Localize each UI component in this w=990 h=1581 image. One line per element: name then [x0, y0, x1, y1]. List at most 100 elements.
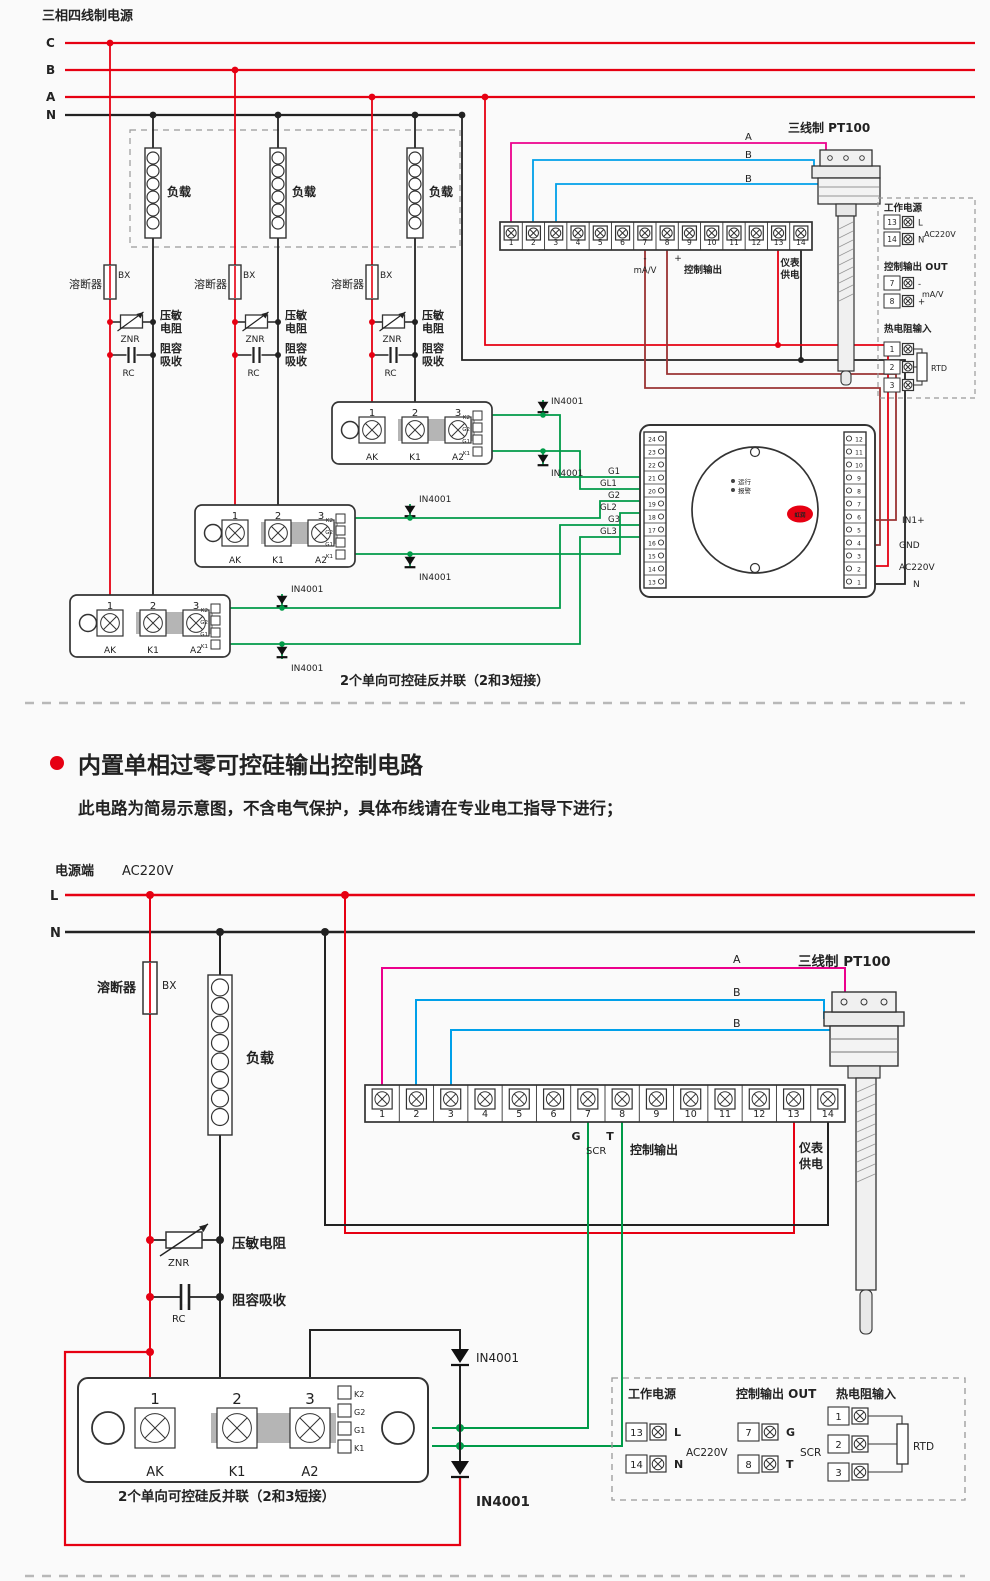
- terminal-number: 23: [648, 450, 656, 457]
- panel-power-note: AC220V: [924, 230, 956, 239]
- diode-label: IN4001: [419, 573, 451, 583]
- ssr-side-label: G2: [462, 427, 470, 433]
- legend-box: [877, 197, 976, 399]
- rc-label: 吸收: [285, 354, 307, 368]
- ssr-side-label: K1: [201, 644, 208, 650]
- terminal-number: 5: [598, 238, 603, 247]
- ssr-terminal-number: 2: [412, 408, 418, 419]
- znr-label: 压敏: [160, 308, 183, 322]
- terminal-number: 18: [648, 515, 656, 522]
- ssr-terminal-number: 3: [305, 1390, 315, 1408]
- gate-label-g2: G2: [608, 491, 620, 501]
- znr-code: ZNR: [168, 1258, 189, 1269]
- load-label: 负载: [167, 184, 191, 199]
- ssr-terminal-number: 3: [193, 601, 199, 612]
- gate-t-label: T: [606, 1130, 614, 1143]
- terminal-number: 3: [448, 1109, 454, 1120]
- rc-label: 阻容: [422, 341, 444, 355]
- legend-terminal-number: 2: [835, 1440, 841, 1451]
- terminal-number: 4: [576, 238, 581, 247]
- source-label: 电源端: [55, 863, 94, 879]
- ssr-side-label: K1: [463, 451, 470, 457]
- legend-terminal-label: -: [918, 280, 921, 290]
- legend-terminal-number: 8: [745, 1460, 751, 1471]
- fuse-code: BX: [118, 271, 130, 281]
- rc-code: RC: [172, 1314, 185, 1325]
- load-label: 负载: [429, 184, 453, 199]
- fuse-code: BX: [243, 271, 255, 281]
- diode-icon: [537, 454, 549, 464]
- ssr-pad-label: K1: [229, 1465, 246, 1480]
- pt100-wire-b2-bottom: B: [733, 1017, 741, 1030]
- load-group-box: [129, 129, 461, 248]
- ssr-side-label: K1: [326, 554, 333, 560]
- controller-alarm-label: 报警: [738, 486, 752, 495]
- legend-terminal-number: 7: [890, 279, 895, 288]
- legend-terminal-number: 1: [890, 345, 895, 354]
- gate-label-g1: G1: [608, 467, 620, 477]
- rc-label: 阻容: [285, 341, 307, 355]
- diode-icon: [451, 1349, 469, 1363]
- controller-run-label: 运行: [738, 477, 752, 486]
- znr-code: ZNR: [121, 335, 140, 345]
- diode-label: IN4001: [551, 397, 583, 407]
- terminal-number: 2: [531, 238, 536, 247]
- load-label: 负载: [292, 184, 316, 199]
- controller-gnd-label: GND: [899, 541, 920, 551]
- controller-logo: 虹润: [794, 511, 806, 519]
- ssr-side-label: G2: [354, 1408, 365, 1417]
- diode-icon: [451, 1461, 469, 1475]
- legend-terminal-label: N: [918, 236, 924, 246]
- source-voltage: AC220V: [122, 864, 174, 879]
- terminal-number: 11: [719, 1109, 731, 1120]
- terminal-number: 8: [857, 489, 861, 496]
- ssr-side-label: K2: [354, 1390, 364, 1399]
- legend-rtd-note: RTD: [913, 1441, 934, 1453]
- fuse-label: 溶断器: [194, 277, 227, 291]
- legend-terminal-number: 8: [890, 297, 895, 306]
- legend-terminal-label: T: [786, 1458, 794, 1471]
- terminal-number: 1: [379, 1109, 385, 1120]
- rc-code: RC: [385, 369, 397, 379]
- terminal-number: 12: [752, 238, 762, 247]
- pt100-wire-b2: B: [745, 174, 752, 185]
- legend-terminal-label: L: [674, 1426, 681, 1439]
- ssr-terminal-number: 3: [318, 511, 324, 522]
- legend-terminal-number: 3: [835, 1468, 841, 1479]
- diode-icon: [276, 595, 288, 605]
- terminal-number: 17: [648, 528, 656, 535]
- ssr-pad-label: K1: [272, 556, 284, 566]
- legend-terminal-label: L: [918, 219, 923, 229]
- top-caption: 2个单向可控硅反并联（2和3短接）: [340, 673, 549, 689]
- controller-ac-label: AC220V: [899, 563, 935, 573]
- phase-b-label: B: [46, 63, 55, 77]
- legend-terminal-number: 14: [887, 235, 897, 244]
- line-l-label: L: [50, 889, 58, 904]
- terminal-number: 16: [648, 541, 656, 548]
- panel-power-title: 工作电源: [884, 202, 923, 214]
- terminal-number: 5: [516, 1109, 522, 1120]
- terminal-number: 14: [648, 567, 656, 574]
- terminal-number: 13: [774, 238, 784, 247]
- meter-supply-label-2: 供电: [779, 269, 800, 281]
- znr-label: 压敏电阻: [232, 1235, 286, 1252]
- pt100-wire-b1-bottom: B: [733, 986, 741, 999]
- ssr-pad-label: AK: [104, 646, 117, 656]
- terminal-number: 7: [857, 502, 861, 509]
- diode-icon: [537, 401, 549, 411]
- controller-n-label: N: [913, 580, 920, 590]
- terminal-number: 6: [620, 238, 625, 247]
- ssr-pad-label: A2: [190, 646, 202, 656]
- diode-label: IN4001: [291, 664, 323, 674]
- terminal-number: 7: [642, 238, 647, 247]
- legend-power-title: 工作电源: [628, 1386, 676, 1401]
- ssr-pad-label: A2: [315, 556, 327, 566]
- znr-label: 压敏: [285, 308, 308, 322]
- plus-label: +: [674, 254, 682, 264]
- terminal-number: 12: [753, 1109, 765, 1120]
- terminal-number: 9: [857, 476, 861, 483]
- ssr-pad-label: A2: [301, 1465, 318, 1480]
- control-output-label: 控制输出: [684, 264, 722, 276]
- terminal-number: 14: [796, 238, 806, 247]
